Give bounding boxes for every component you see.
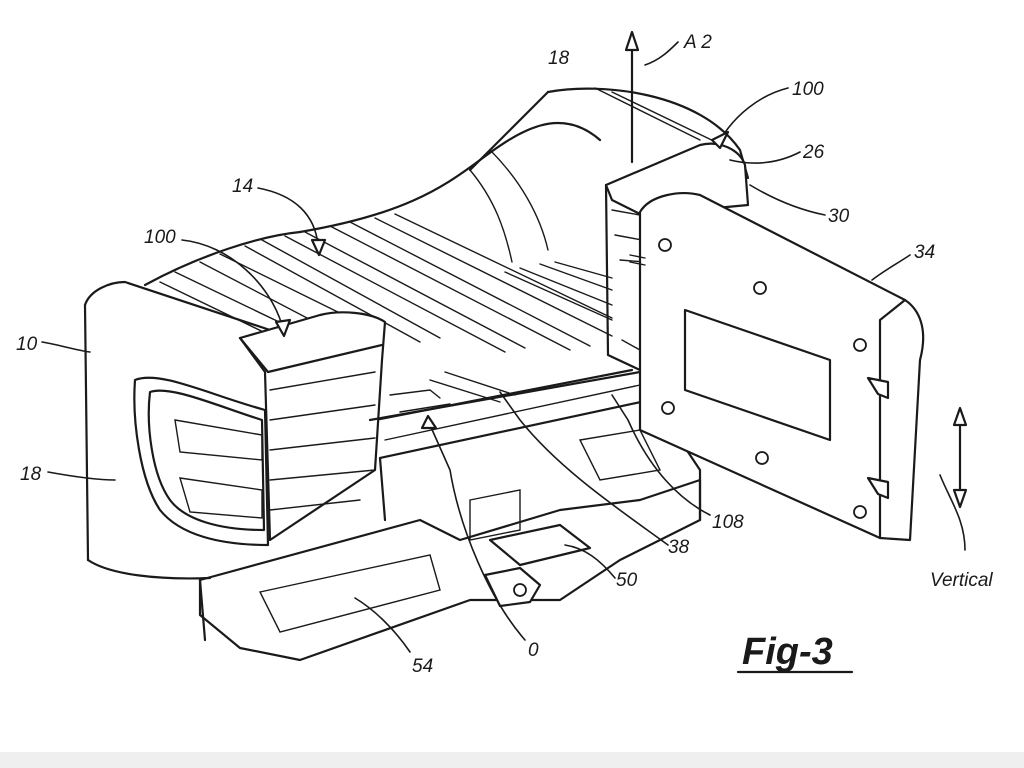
leader-lines [41, 41, 966, 653]
label-30: 30 [828, 206, 850, 227]
left-bed-side [83, 280, 272, 580]
label-38: 38 [668, 537, 690, 558]
label-0: 0 [528, 640, 539, 661]
direction-a2-arrow [624, 30, 640, 164]
label-18-left: 18 [20, 464, 42, 485]
label-50: 50 [616, 570, 638, 591]
vertical-double-arrow [952, 406, 968, 509]
bin-door-panel [629, 192, 925, 542]
label-vertical: Vertical [930, 570, 993, 591]
right-bed-side-wall [298, 87, 750, 263]
label-14: 14 [232, 176, 253, 197]
label-100-right: 100 [792, 79, 824, 100]
bed-floor [143, 213, 634, 422]
label-34: 34 [914, 242, 935, 263]
label-54: 54 [412, 656, 433, 677]
label-18-top: 18 [548, 48, 570, 69]
label-10: 10 [16, 334, 38, 355]
label-108: 108 [712, 512, 744, 533]
label-26: 26 [802, 142, 825, 163]
figure-title: Fig-3 [742, 631, 833, 673]
label-a2: A 2 [683, 32, 712, 53]
left-storage-bin [238, 311, 387, 542]
label-100-left: 100 [144, 227, 176, 248]
bottom-strip [0, 752, 1024, 768]
